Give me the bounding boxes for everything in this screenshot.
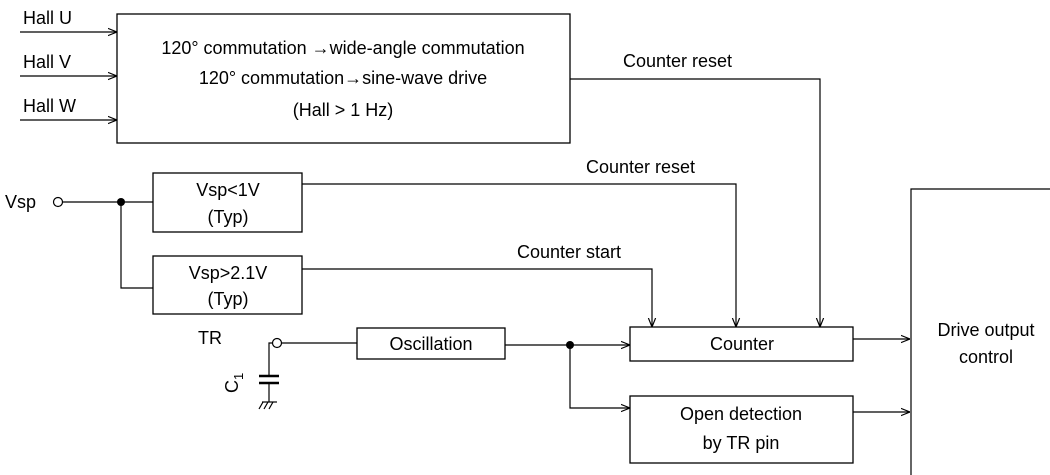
vsp-high-block: Vsp>2.1V (Typ) [152, 255, 303, 315]
oscillation-box [356, 327, 506, 360]
drive-output-line-2: control [959, 347, 1013, 367]
svg-text:1: 1 [231, 373, 246, 380]
drive-output-box [910, 188, 1050, 475]
c1-label: C 1 [222, 373, 246, 393]
counter-label: Counter [710, 334, 774, 354]
vsp-high-line-2: (Typ) [207, 289, 248, 309]
counter-box [629, 326, 854, 362]
vsp-low-line-2: (Typ) [207, 207, 248, 227]
counter-reset-wire-2 [302, 183, 736, 327]
open-detection-box [629, 395, 854, 464]
vsp-branch-wire [120, 202, 153, 289]
vsp-label: Vsp [5, 192, 36, 212]
tr-label: TR [198, 328, 222, 348]
oscillation-to-open-detection-wire [569, 345, 630, 408]
oscillation-block: Oscillation [356, 327, 506, 360]
commutation-box [116, 13, 571, 144]
open-detection-line-2: by TR pin [703, 433, 780, 453]
hall-u-label: Hall U [23, 8, 72, 28]
vsp-low-line-1: Vsp<1V [196, 180, 260, 200]
counter-block: Counter [629, 326, 854, 362]
vsp-input: Vsp [5, 192, 153, 289]
hall-inputs: Hall U Hall V Hall W [20, 8, 117, 120]
ground-hatch-1 [258, 401, 264, 410]
counter-reset-label-1: Counter reset [623, 51, 732, 71]
drive-output-line-1: Drive output [937, 320, 1034, 340]
tr-pin: TR C 1 [198, 328, 357, 410]
commutation-line-3: (Hall > 1 Hz) [293, 100, 394, 120]
commutation-line-2: 120° commutation→sine-wave drive [199, 68, 487, 88]
oscillation-label: Oscillation [389, 334, 472, 354]
tr-terminal [271, 337, 283, 349]
ground-hatch-2 [263, 401, 269, 410]
vsp-low-box [152, 172, 303, 233]
vsp-high-box [152, 255, 303, 315]
svg-text:C: C [222, 380, 242, 393]
vsp-terminal [52, 196, 64, 208]
commutation-line-1: 120° commutation →wide-angle commutation [161, 38, 524, 58]
commutation-block: 120° commutation →wide-angle commutation… [116, 13, 571, 144]
capacitor-lead-top [268, 342, 273, 376]
counter-reset-label-2: Counter reset [586, 157, 695, 177]
counter-start-label: Counter start [517, 242, 621, 262]
vsp-low-block: Vsp<1V (Typ) [152, 172, 303, 233]
open-detection-block: Open detection by TR pin [629, 395, 854, 464]
drive-output-block: Drive output control [910, 188, 1050, 475]
counter-reset-wire-1 [570, 78, 820, 327]
vsp-high-line-1: Vsp>2.1V [189, 263, 268, 283]
ground-hatch-3 [268, 401, 274, 410]
counter-start-wire [302, 268, 652, 327]
open-detection-line-1: Open detection [680, 404, 802, 424]
hall-v-label: Hall V [23, 52, 71, 72]
hall-w-label: Hall W [23, 96, 76, 116]
